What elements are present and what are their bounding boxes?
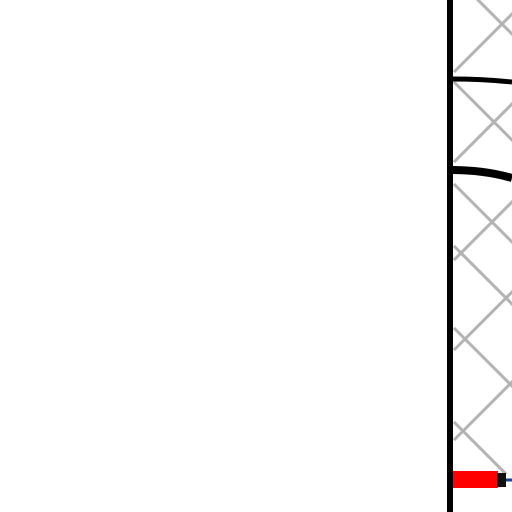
cable-lower bbox=[451, 166, 512, 182]
lattice-line bbox=[452, 182, 512, 245]
red-marker bbox=[453, 471, 512, 488]
lattice-line bbox=[452, 326, 512, 389]
lattice-fence bbox=[452, 0, 512, 476]
lattice-line bbox=[452, 289, 512, 352]
lattice-line bbox=[452, 199, 512, 262]
red-marker-cap bbox=[497, 473, 506, 487]
lattice-line bbox=[452, 80, 512, 143]
lattice-line bbox=[475, 0, 512, 37]
lattice-line bbox=[452, 11, 512, 74]
lattice-line bbox=[452, 379, 512, 442]
lattice-line bbox=[452, 420, 508, 476]
red-marker-body bbox=[453, 471, 498, 488]
lattice-line bbox=[452, 101, 512, 164]
lattice-line bbox=[452, 244, 512, 307]
cable-upper bbox=[451, 76, 512, 85]
